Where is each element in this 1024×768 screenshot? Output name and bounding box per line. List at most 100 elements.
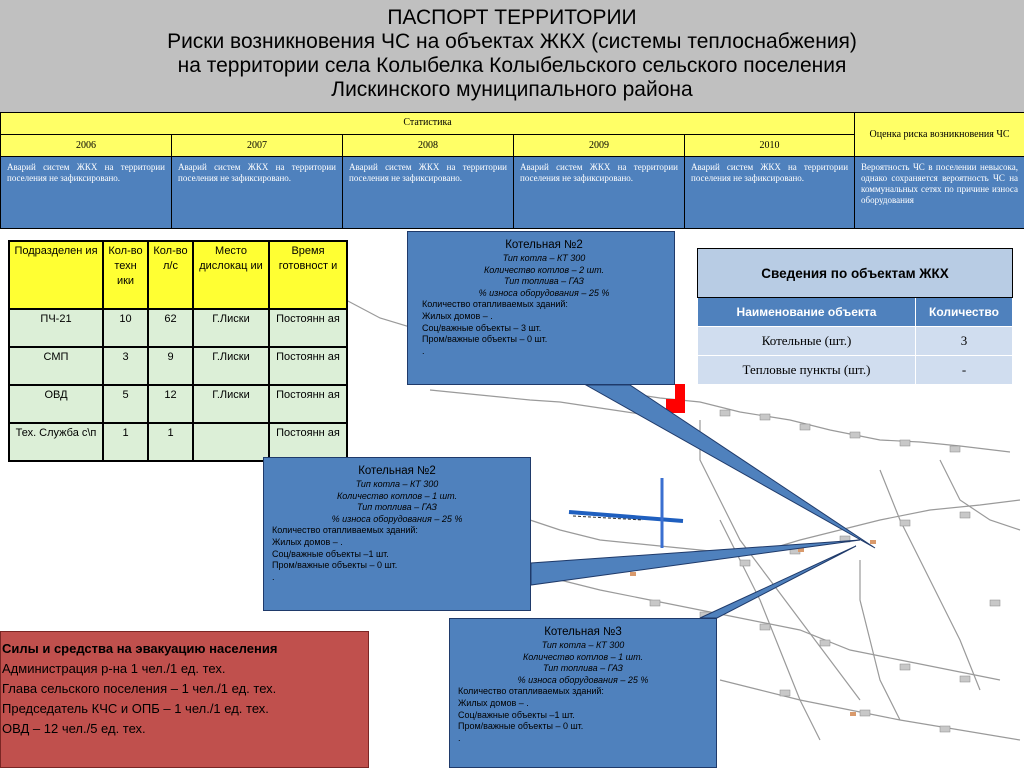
statistics-header: Статистика [0,112,856,135]
boiler-industrial: Пром/важные объекты – 0 шт. [422,334,548,345]
unit-cell: ОВД [8,384,104,424]
evacuation-box: Силы и средства на эвакуацию населения А… [0,631,369,768]
time-cell: Постоянн ая [268,346,348,386]
boiler-title: Котельная №2 [358,465,436,477]
page-header: ПАСПОРТ ТЕРРИТОРИИ Риски возникновения Ч… [0,0,1024,112]
boiler-title: Котельная №2 [505,239,583,251]
table-row: ПЧ-21 10 62 Г.Лиски Постоянн ая [8,308,348,348]
boiler-houses: Жилых домов – . [458,697,529,708]
risk-header: Оценка риска возникновения ЧС [854,112,1024,157]
boiler-fuel: Тип топлива – ГАЗ [504,276,584,287]
stats-entry-2010: Аварий систем ЖКХ на территории поселени… [683,156,856,229]
table-row: Тепловые пункты (шт.) - [697,355,1014,385]
forces-table: Подразделен ия Кол-во техн ики Кол-во л/… [8,240,348,462]
col-unit-header: Подразделен ия [8,240,104,310]
place-cell [192,422,270,462]
staff-cell: 12 [147,384,194,424]
boiler-type: Тип котла – КТ 300 [355,479,439,489]
boiler-end: . [458,732,461,743]
boiler-wear: % износа оборудования – 25 % [331,513,463,524]
boiler-end: . [272,571,275,582]
evacuation-line: Администрация р-на 1 чел./1 ед. тех. [2,661,226,676]
col-object-name: Наименование объекта [697,297,916,327]
boiler-wear: % износа оборудования – 25 % [517,674,649,685]
boiler-type: Тип котла – КТ 300 [502,253,586,263]
staff-cell: 62 [147,308,194,348]
boiler-wear: % износа оборудования – 25 % [478,287,610,298]
evacuation-line: Глава сельского поселения – 1 чел./1 ед.… [2,681,277,696]
place-cell: Г.Лиски [192,346,270,386]
boiler-type: Тип котла – КТ 300 [541,640,625,650]
boiler-social: Соц/важные объекты – 3 шт. [422,322,542,333]
statistics-table: Статистика Оценка риска возникновения ЧС… [0,112,1024,229]
village-map [345,299,1021,741]
objects-title: Сведения по объектам ЖКХ [696,248,1014,298]
place-cell: Г.Лиски [192,384,270,424]
unit-cell: ПЧ-21 [8,308,104,348]
object-name-cell: Котельные (шт.) [697,326,916,356]
red-marker [675,384,685,406]
unit-cell: СМП [8,346,104,386]
tech-cell: 1 [102,422,149,462]
stats-entry-2008: Аварий систем ЖКХ на территории поселени… [342,156,514,229]
boiler-fuel: Тип топлива – ГАЗ [543,663,623,674]
boiler-count: Количество котлов – 1 шт. [523,651,643,662]
year-2008: 2008 [342,134,514,157]
boiler-heated: Количество отапливаемых зданий: [422,299,568,310]
boiler-houses: Жилых домов – . [422,310,493,321]
boiler-heated: Количество отапливаемых зданий: [272,525,418,536]
year-2010: 2010 [683,134,856,157]
col-tech-header: Кол-во техн ики [102,240,149,310]
object-qty-cell: - [914,355,1014,385]
boiler-fuel: Тип топлива – ГАЗ [357,502,437,513]
evacuation-line: ОВД – 12 чел./5 ед. тех. [2,721,146,736]
boiler-social: Соц/важные объекты –1 шт. [272,548,389,559]
tech-cell: 10 [102,308,149,348]
boiler-count: Количество котлов – 2 шт. [484,264,604,275]
time-cell: Постоянн ая [268,384,348,424]
boiler-info-box-3: Котельная №3 Тип котла – КТ 300 Количест… [449,618,717,768]
table-row: ОВД 5 12 Г.Лиски Постоянн ая [8,384,348,424]
boiler-industrial: Пром/важные объекты – 0 шт. [272,560,398,571]
place-cell: Г.Лиски [192,308,270,348]
col-object-qty: Количество [914,297,1014,327]
time-cell: Постоянн ая [268,422,348,462]
evacuation-line: Председатель КЧС и ОПБ – 1 чел./1 ед. те… [2,701,269,716]
boiler-industrial: Пром/важные объекты – 0 шт. [458,721,584,732]
year-2009: 2009 [513,134,685,157]
staff-cell: 9 [147,346,194,386]
year-2007: 2007 [171,134,343,157]
object-name-cell: Тепловые пункты (шт.) [697,355,916,385]
boiler-heated: Количество отапливаемых зданий: [458,686,604,697]
boiler-info-box-2: Котельная №2 Тип котла – КТ 300 Количест… [263,457,531,611]
objects-table: Сведения по объектам ЖКХ Наименование об… [696,248,1014,385]
col-time-header: Время готовност и [268,240,348,310]
boiler-end: . [422,345,425,356]
time-cell: Постоянн ая [268,308,348,348]
stats-entry-2009: Аварий систем ЖКХ на территории поселени… [513,156,685,229]
col-place-header: Место дислокац ии [192,240,270,310]
title-line-4: Лискинского муниципального района [331,78,693,101]
title-line-1: ПАСПОРТ ТЕРРИТОРИИ [387,6,637,29]
table-row: Тех. Служба с\п 1 1 Постоянн ая [8,422,348,462]
tech-cell: 3 [102,346,149,386]
stats-entry-2006: Аварий систем ЖКХ на территории поселени… [0,156,172,229]
boiler-social: Соц/важные объекты –1 шт. [458,709,575,720]
boiler-info-box-1: Котельная №2 Тип котла – КТ 300 Количест… [407,231,675,385]
table-row: Котельные (шт.) 3 [697,326,1014,356]
risk-assessment: Вероятность ЧС в поселении невысока, одн… [854,156,1024,229]
staff-cell: 1 [147,422,194,462]
boiler-count: Количество котлов – 1 шт. [337,490,457,501]
boiler-title: Котельная №3 [544,626,622,638]
boiler-houses: Жилых домов – . [272,536,343,547]
unit-cell: Тех. Служба с\п [8,422,104,462]
col-staff-header: Кол-во л/с [147,240,194,310]
object-qty-cell: 3 [914,326,1014,356]
title-line-2: Риски возникновения ЧС на объектах ЖКХ (… [167,30,857,53]
tech-cell: 5 [102,384,149,424]
year-2006: 2006 [0,134,172,157]
stats-entry-2007: Аварий систем ЖКХ на территории поселени… [171,156,343,229]
title-line-3: на территории села Колыбелка Колыбельско… [177,54,847,77]
evacuation-title: Силы и средства на эвакуацию населения [2,641,278,656]
table-row: СМП 3 9 Г.Лиски Постоянн ая [8,346,348,386]
